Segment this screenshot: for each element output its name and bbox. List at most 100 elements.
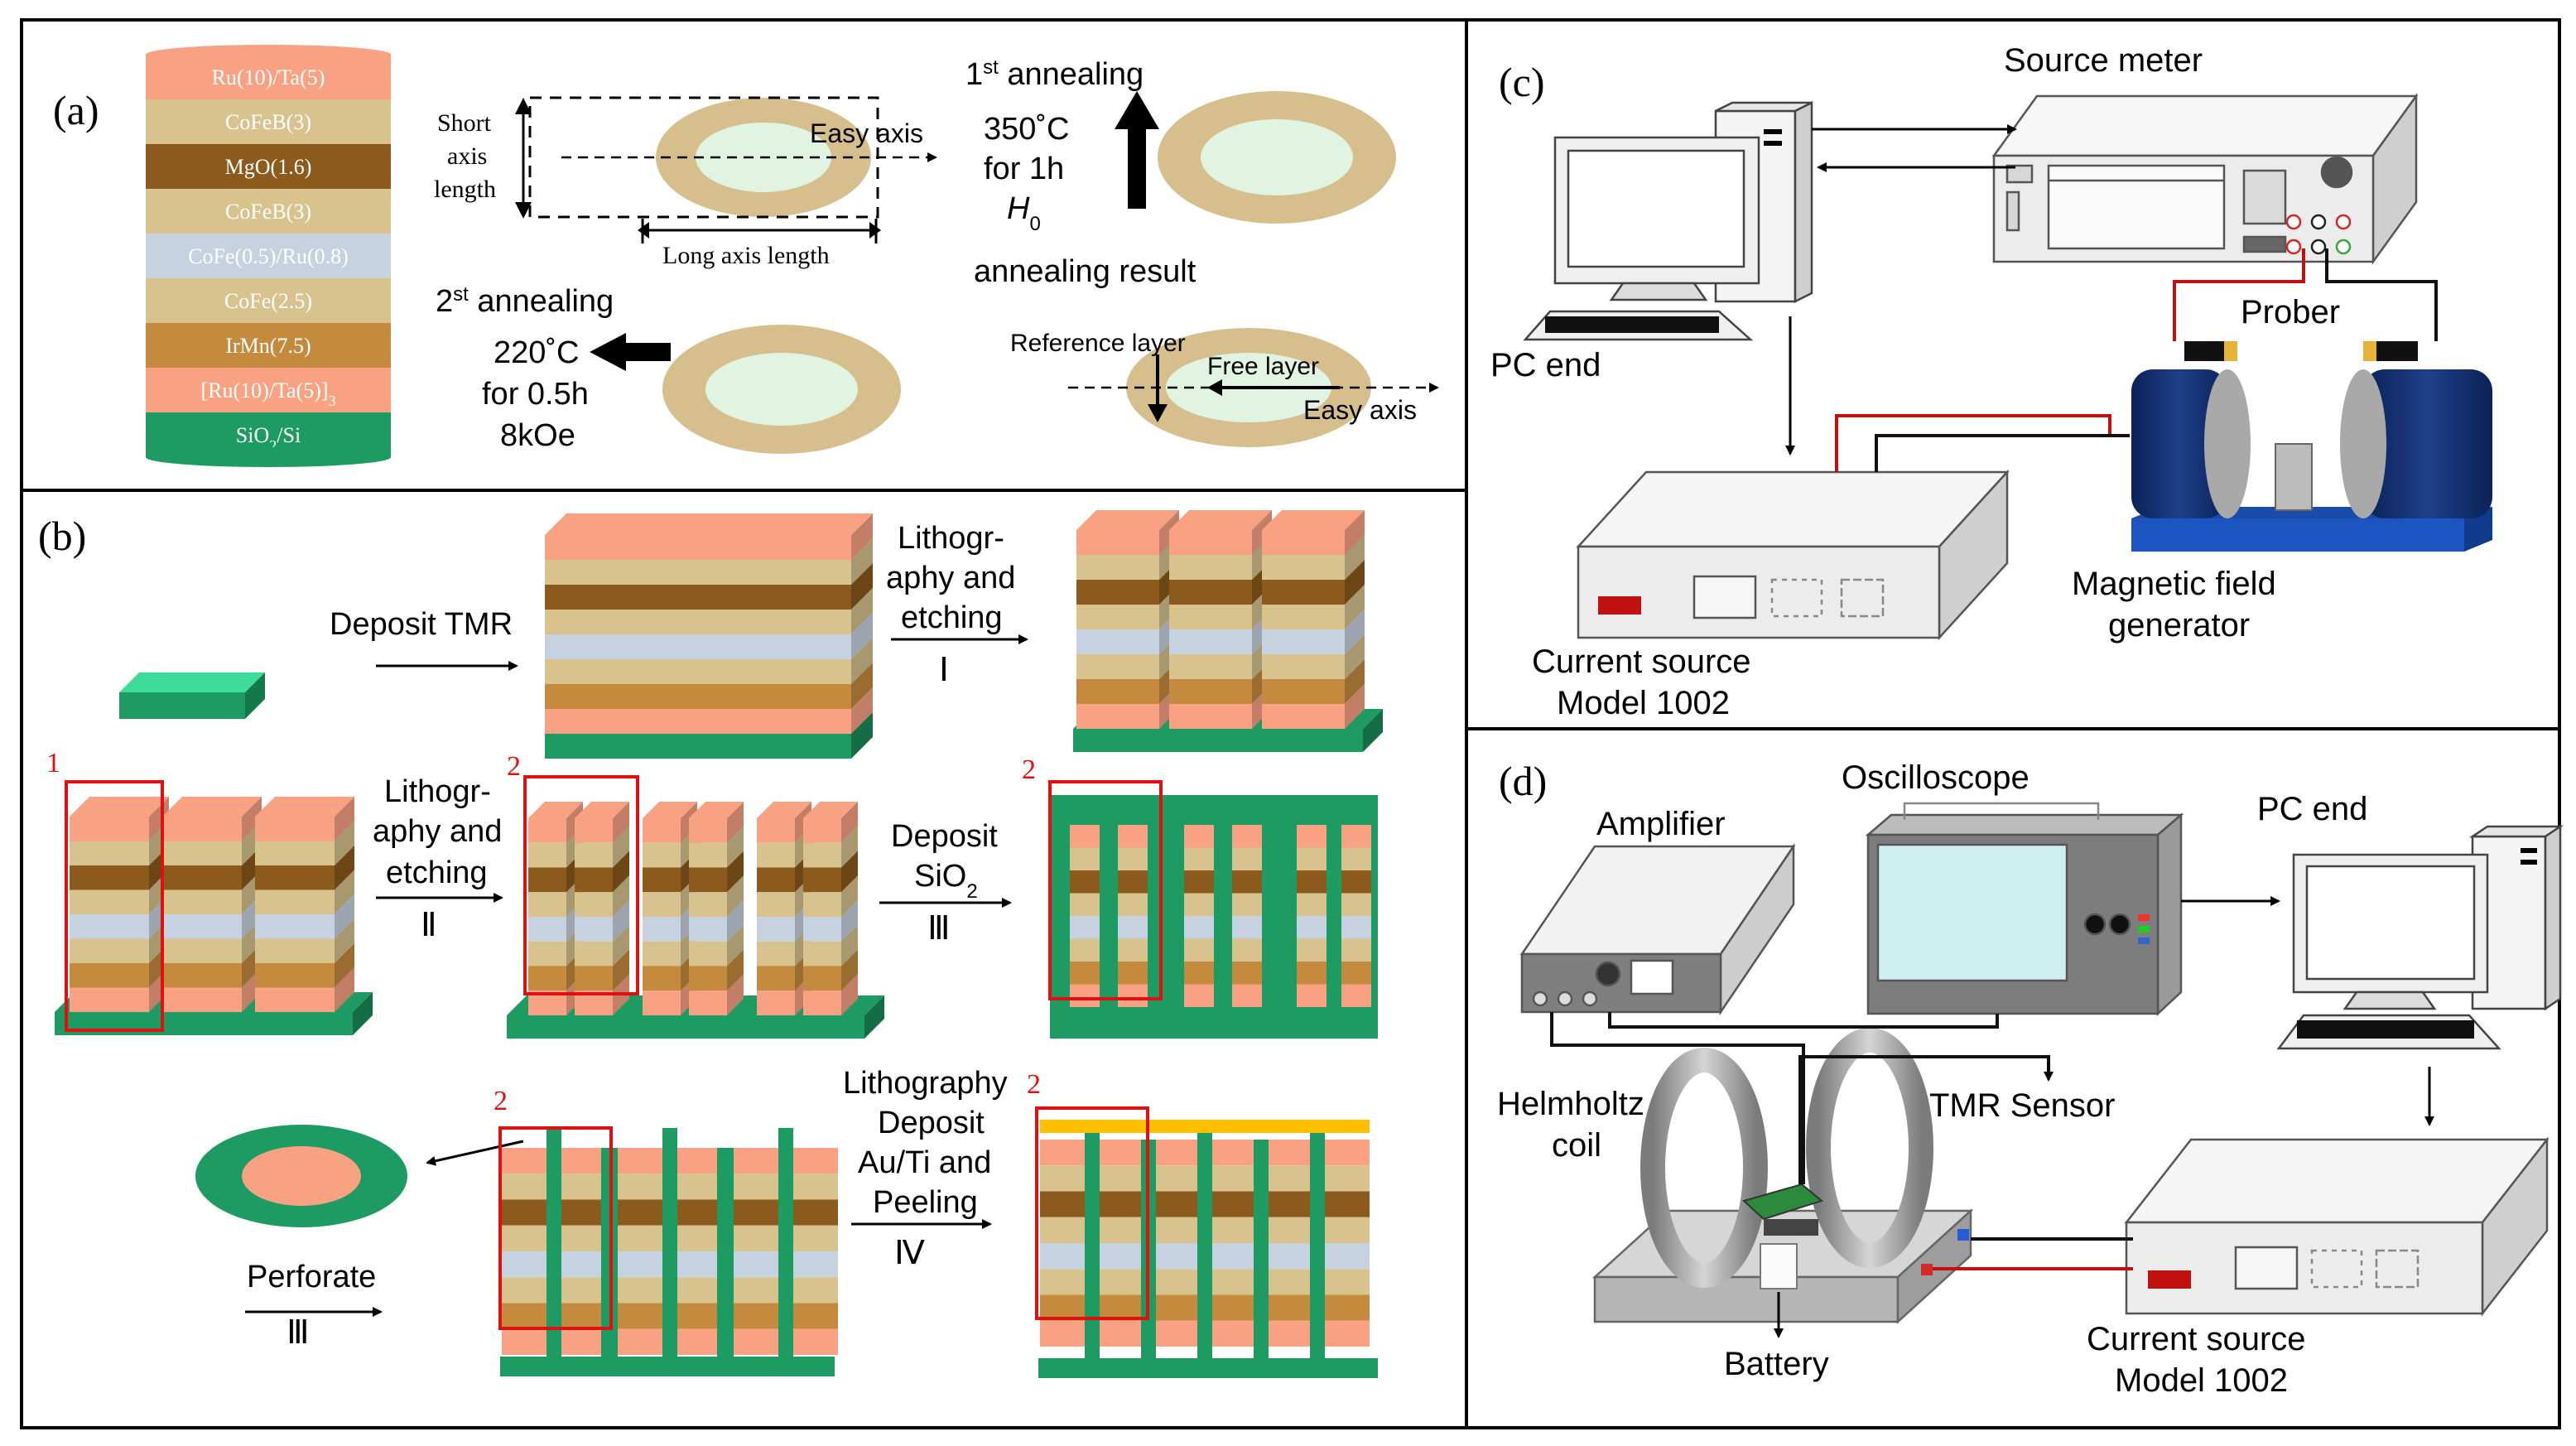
stack-layer-label: [Ru(10)/Ta(5)]3 xyxy=(200,378,335,409)
step-III-label: Ⅲ xyxy=(927,909,951,947)
step-II-label: Ⅱ xyxy=(421,906,437,943)
step-I-label: Ⅰ xyxy=(939,651,949,688)
first-temp: 350˚C xyxy=(984,112,1070,147)
tmr-sensor-label: TMR Sensor xyxy=(1929,1087,2116,1124)
short-axis-label-2: axis xyxy=(447,142,487,170)
stack-layer-label: IrMn(7.5) xyxy=(225,334,311,358)
highlight-boxes xyxy=(65,775,1163,1330)
perforation-annulus xyxy=(195,1125,407,1227)
current-source-d xyxy=(2124,1136,2550,1317)
stack-layer xyxy=(146,189,391,234)
annealing-result-label: annealing result xyxy=(974,254,1197,289)
pc-end-label-d: PC end xyxy=(2257,791,2367,827)
stack-bottom-cap xyxy=(146,447,391,467)
layered-pillar xyxy=(803,802,858,1015)
first-annealing: 1st annealing 350˚C for 1h H0 annealing … xyxy=(965,56,1396,289)
stack-layer xyxy=(146,144,391,189)
pc-c xyxy=(1523,100,1813,341)
ellipse-dimensions: Short axis length Long axis length Easy … xyxy=(434,96,937,269)
panel-c: (c) Source meter PC end Prober Magnetic … xyxy=(1490,42,2492,721)
layered-pillar xyxy=(1169,510,1272,729)
marker-2c: 2 xyxy=(494,1086,508,1116)
stack-layer-label: SiO2/Si xyxy=(236,423,301,454)
perforated-structure xyxy=(500,1128,838,1376)
arrows-d xyxy=(1774,896,2434,1338)
panel-a: (a) Ru(10)/Ta(5)CoFeB(3)MgO(1.6)CoFeB(3)… xyxy=(53,45,1439,467)
litho2-line2: aphy and xyxy=(373,814,502,849)
stack-layer xyxy=(146,234,391,278)
stack-layer-label: MgO(1.6) xyxy=(225,155,312,179)
short-axis-label-3: length xyxy=(434,176,496,203)
marker-2d: 2 xyxy=(1027,1069,1041,1100)
deposit-tmr-label: Deposit TMR xyxy=(330,607,513,642)
stack-layer xyxy=(146,99,391,144)
magnetic-field-line1: Magnetic field xyxy=(2072,566,2276,602)
pc-end-label-c: PC end xyxy=(1490,347,1601,383)
layered-pillar xyxy=(575,802,629,1015)
litho3-line4: Peeling xyxy=(873,1185,978,1220)
stack-layer xyxy=(146,323,391,368)
current-source-c xyxy=(1576,469,2010,641)
amplifier-label: Amplifier xyxy=(1596,806,1726,842)
current-source-line1-d: Current source xyxy=(2087,1321,2306,1357)
short-axis-label-1: Short xyxy=(437,109,492,137)
helmholtz-line2: coil xyxy=(1552,1127,1601,1164)
second-annealing-title: 2st annealing xyxy=(436,283,614,320)
marker-2a: 2 xyxy=(507,751,521,782)
stack-layer-label: CoFe(2.5) xyxy=(224,289,312,313)
amplifier xyxy=(1519,842,1796,1016)
litho3-line2: Deposit xyxy=(878,1106,985,1140)
stack-layer-label: Ru(10)/Ta(5) xyxy=(212,65,325,89)
stack-layer-label: CoFe(0.5)/Ru(0.8) xyxy=(188,244,349,268)
first-field: H0 xyxy=(1007,191,1041,235)
step-IV-label: Ⅳ xyxy=(894,1234,925,1271)
litho1-line1: Lithogr- xyxy=(898,521,1004,556)
layered-pillar xyxy=(162,797,262,1012)
pc-d xyxy=(2276,824,2564,1050)
helmholtz-setup xyxy=(1591,1028,1974,1324)
first-time: for 1h xyxy=(984,152,1064,186)
easy-axis-top-label: Easy axis xyxy=(810,118,923,148)
litho3-line1: Lithography xyxy=(843,1066,1008,1101)
magnetic-field-line2: generator xyxy=(2108,607,2250,643)
panel-label-d: (d) xyxy=(1499,758,1547,804)
free-layer-label: Free layer xyxy=(1207,353,1319,380)
layered-pillar xyxy=(643,802,697,1015)
perforate-label: Perforate xyxy=(247,1260,376,1294)
deposit-sio2-line2: SiO2 xyxy=(914,859,978,903)
layer-stack: Ru(10)/Ta(5)CoFeB(3)MgO(1.6)CoFeB(3)CoFe… xyxy=(146,45,391,467)
second-time: for 0.5h xyxy=(482,377,589,412)
substrate-block xyxy=(119,672,265,719)
arrows-c xyxy=(1785,124,2017,455)
layered-pillar xyxy=(545,513,873,734)
source-meter xyxy=(1991,93,2419,265)
reference-layer-label: Reference layer xyxy=(1010,330,1186,357)
panel-label-b: (b) xyxy=(38,513,86,559)
stack-layer xyxy=(146,278,391,323)
current-source-line1-c: Current source xyxy=(1532,643,1751,680)
step-III-b-label: Ⅲ xyxy=(286,1313,310,1351)
step-arrows xyxy=(245,634,1028,1317)
first-annealing-title: 1st annealing xyxy=(965,56,1144,93)
panel-d: (d) Amplifier Oscilloscope PC end Helmho… xyxy=(1497,758,2564,1399)
layered-pillar xyxy=(70,797,169,1012)
layered-pillar xyxy=(1262,510,1365,729)
layered-pillar xyxy=(689,802,744,1015)
marker-1: 1 xyxy=(46,748,60,778)
stack-layer xyxy=(146,368,391,412)
panel-label-a: (a) xyxy=(53,87,99,133)
helmholtz-line1: Helmholtz xyxy=(1497,1086,1644,1122)
cables-c xyxy=(1835,248,2438,472)
deposit-sio2-line1: Deposit xyxy=(891,819,998,854)
result-ellipse: Reference layer Free layer Easy axis xyxy=(1010,328,1439,447)
prober-label: Prober xyxy=(2241,294,2340,330)
magnetic-field-generator xyxy=(2131,341,2492,552)
litho2-line3: etching xyxy=(386,856,488,890)
first-field-arrow xyxy=(1128,126,1146,209)
marker-2b: 2 xyxy=(1022,754,1036,785)
panel-b: (b) Deposit TMR Lithogr- aphy and etchin… xyxy=(38,510,1383,1378)
process-drawings xyxy=(55,510,1383,1378)
easy-axis-bottom-label: Easy axis xyxy=(1303,395,1417,425)
panel-frames xyxy=(20,18,2561,1429)
battery-label: Battery xyxy=(1724,1346,1829,1382)
